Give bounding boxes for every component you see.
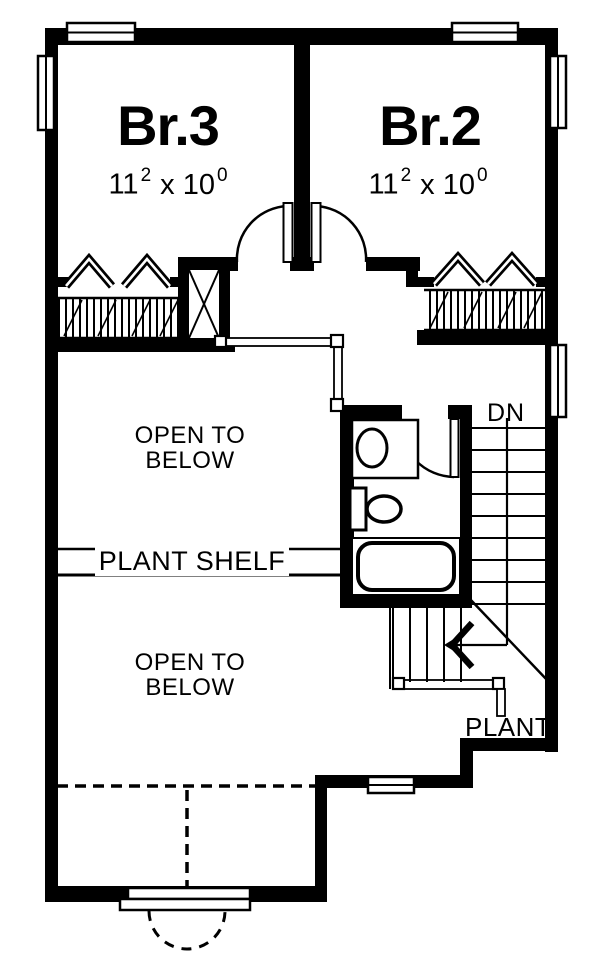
plant-label: PLANT: [465, 712, 552, 742]
closet-rod-hatch: [57, 288, 546, 340]
window-bottom-wall: [118, 886, 252, 912]
open-to-below-upper-label: OPEN TO BELOW: [134, 422, 246, 474]
bathtub: [351, 537, 461, 596]
feature-below-dashed: [57, 784, 315, 951]
window-left-wall: [36, 54, 56, 132]
windows: [36, 21, 568, 912]
closet-bifold-chevrons: [62, 250, 539, 289]
window-right-wall-mid: [548, 343, 568, 419]
window-top-right: [450, 21, 520, 44]
interior-walls: [45, 28, 558, 608]
window-lower-wall: [366, 775, 416, 795]
window-right-wall-top: [548, 54, 568, 130]
stairs-down-label: DN: [486, 399, 526, 427]
railings: [213, 333, 506, 717]
room-label-br3: Br.3: [117, 94, 220, 157]
exterior-walls: [45, 28, 558, 902]
open-to-below-lower-label: OPEN TO BELOW: [134, 649, 246, 701]
x-box-chase: [188, 269, 220, 339]
toilet: [348, 486, 403, 532]
plant-shelf-label: PLANT SHELF: [92, 546, 292, 577]
vanity-sink: [350, 418, 420, 480]
bedroom-doors: [235, 202, 368, 263]
window-top-left: [65, 21, 137, 44]
bathroom-fixtures: [348, 418, 461, 596]
stair-run-down: [389, 418, 549, 689]
room-label-br2: Br.2: [379, 94, 482, 157]
